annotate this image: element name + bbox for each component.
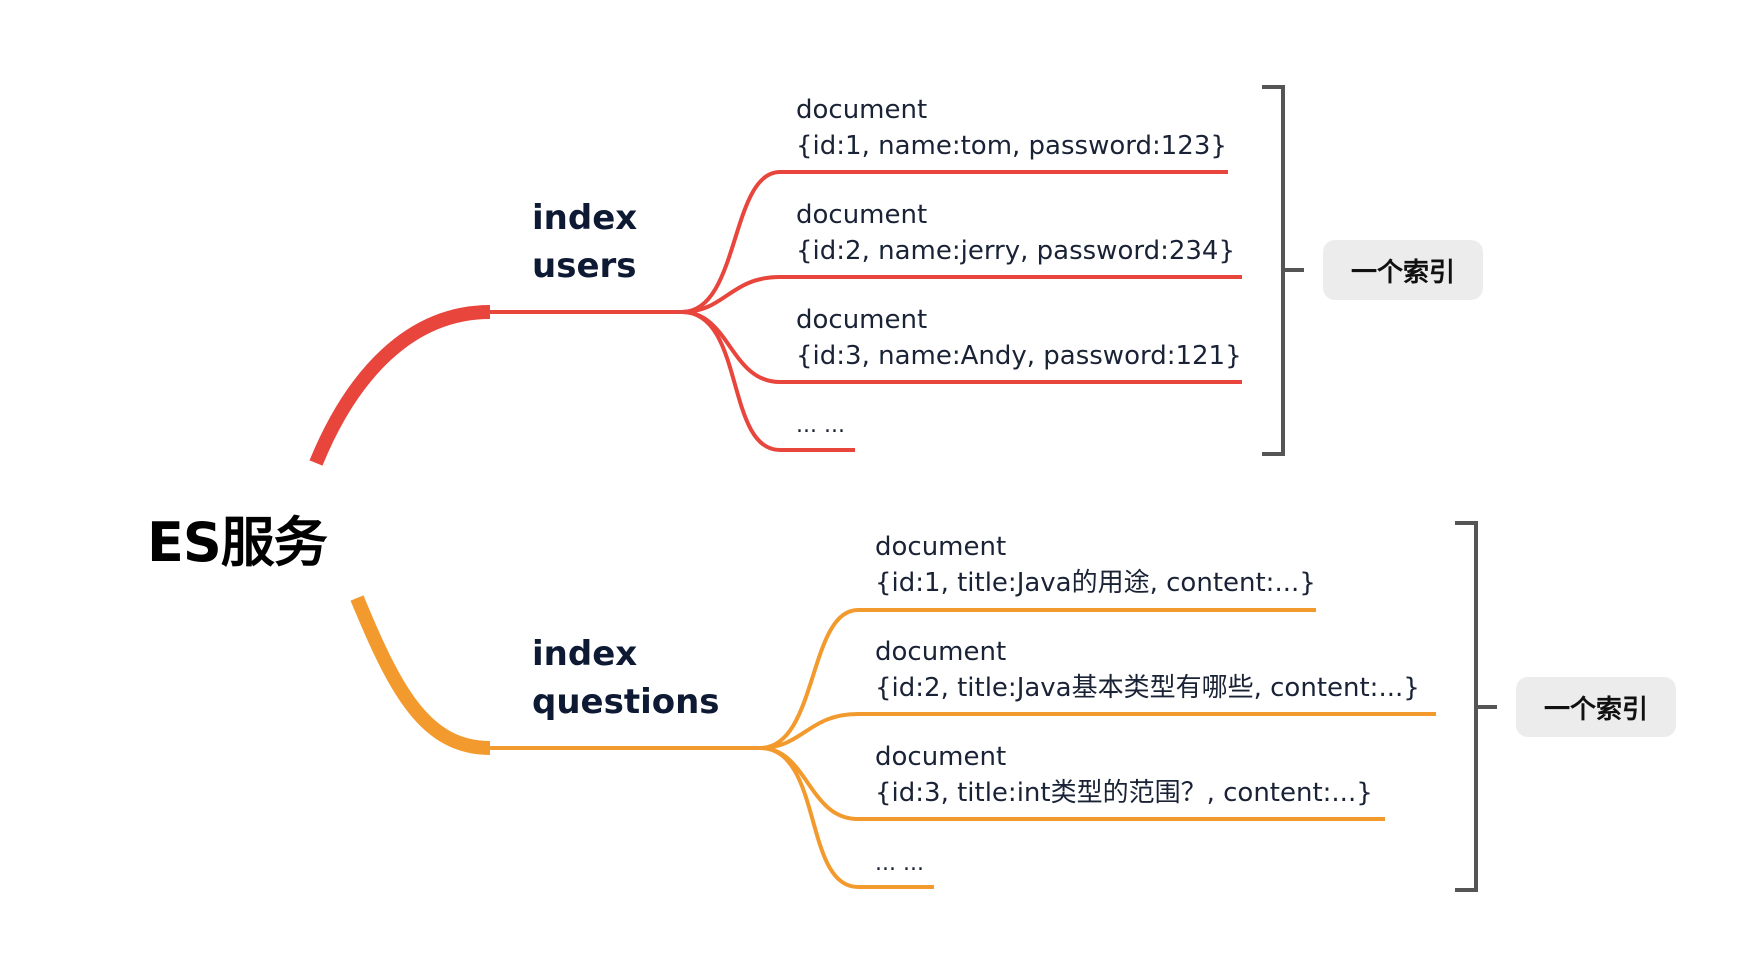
bracket-users (1262, 85, 1304, 456)
document-title: document (796, 305, 928, 335)
document-content: {id:1, title:Java的用途, content:...} (875, 568, 1316, 598)
summary-badge-users[interactable]: 一个索引 (1323, 240, 1483, 300)
users-to-doc1 (681, 170, 1228, 314)
root-node[interactable]: ES服务 (147, 511, 328, 574)
document-title: document (875, 742, 1007, 772)
more-documents[interactable]: ... ... (796, 413, 845, 438)
branch-users-connectors (309, 170, 1242, 466)
bracket-questions (1455, 521, 1497, 892)
questions-to-doc2 (759, 712, 1436, 750)
document-node[interactable]: document {id:2, title:Java基本类型有哪些, conte… (875, 634, 1420, 706)
document-content: {id:1, name:tom, password:123} (796, 131, 1227, 161)
users-to-more (681, 310, 855, 452)
index-name: users (532, 246, 637, 286)
document-content: {id:3, title:int类型的范围？, content:...} (875, 778, 1373, 808)
document-node[interactable]: document {id:2, name:jerry, password:234… (796, 197, 1235, 269)
document-title: document (796, 95, 928, 125)
index-label: index (532, 634, 638, 674)
index-node-questions[interactable]: index questions (532, 630, 720, 726)
index-label: index (532, 198, 638, 238)
document-node[interactable]: document {id:3, title:int类型的范围？, content… (875, 739, 1373, 811)
document-title: document (796, 200, 928, 230)
summary-badge-questions[interactable]: 一个索引 (1516, 677, 1676, 737)
document-node[interactable]: document {id:1, name:tom, password:123} (796, 92, 1227, 164)
document-content: {id:2, name:jerry, password:234} (796, 236, 1236, 266)
document-content: {id:2, title:Java基本类型有哪些, content:...} (875, 673, 1420, 703)
index-name: questions (532, 682, 720, 722)
index-node-users[interactable]: index users (532, 194, 637, 290)
document-node[interactable]: document {id:3, name:Andy, password:121} (796, 302, 1242, 374)
questions-to-doc1 (759, 608, 1316, 750)
document-content: {id:3, name:Andy, password:121} (796, 341, 1242, 371)
document-title: document (875, 532, 1007, 562)
more-documents[interactable]: ... ... (875, 851, 924, 876)
questions-to-more (759, 746, 934, 889)
root-to-users-curve (309, 305, 491, 466)
document-node[interactable]: document {id:1, title:Java的用途, content:.… (875, 529, 1316, 601)
branch-questions-connectors (350, 595, 1436, 889)
users-to-doc2 (681, 275, 1242, 314)
document-title: document (875, 637, 1007, 667)
root-to-questions-curve (350, 595, 491, 755)
